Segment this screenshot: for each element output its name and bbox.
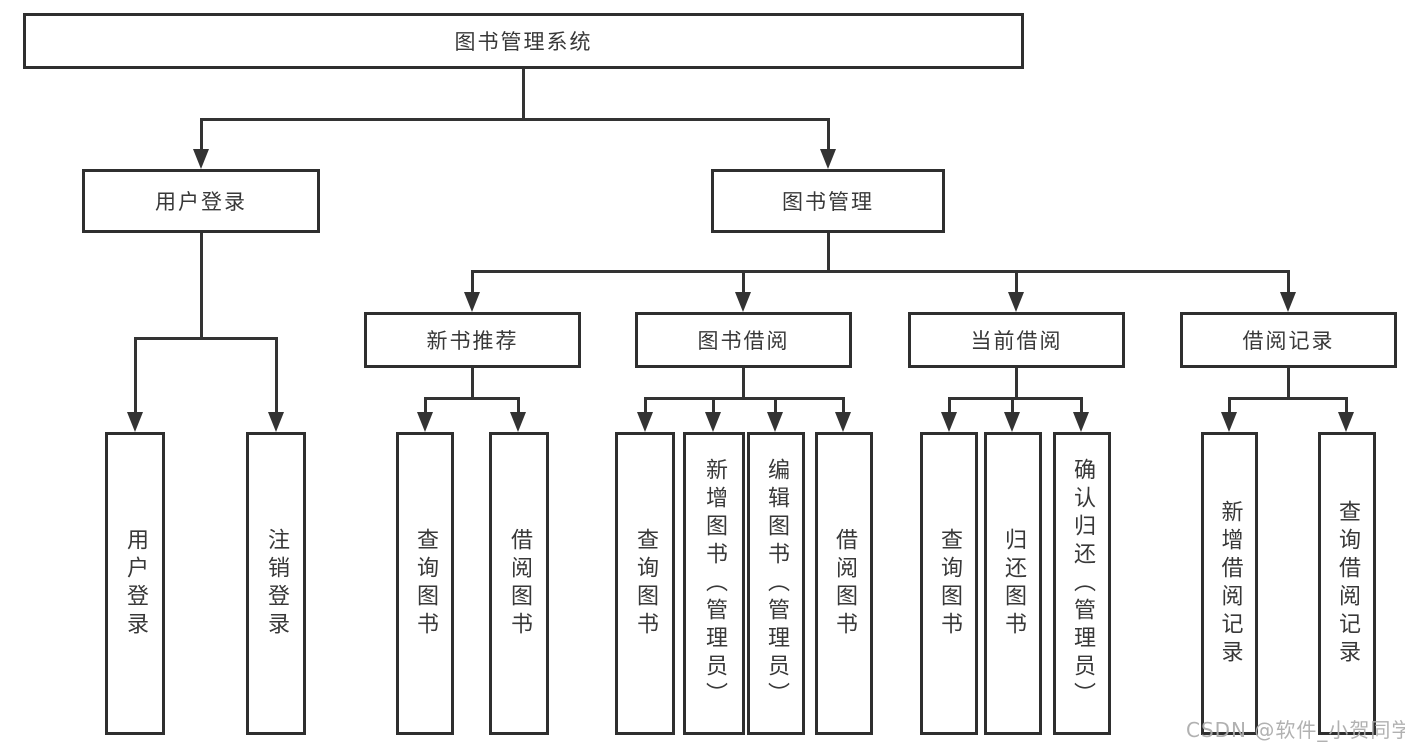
node-label: 借阅记录 <box>1242 329 1335 353</box>
node-label: 用户登录 <box>155 190 247 214</box>
connector-line <box>774 397 777 412</box>
arrow-down-icon <box>767 412 783 432</box>
node-label: 新书推荐 <box>426 329 519 353</box>
connector-line <box>200 118 829 121</box>
leaf-add-book-admin: 新增图书（管理员） <box>683 432 745 735</box>
leaf-user-login: 用户登录 <box>105 432 165 735</box>
arrow-down-icon <box>193 149 209 169</box>
leaf-query-books-borrowing: 查询图书 <box>615 432 675 735</box>
node-label: 查询图书 <box>413 527 438 640</box>
node-label: 确认归还（管理员） <box>1070 457 1095 710</box>
connector-line <box>424 397 427 412</box>
node-label: 注销登录 <box>264 527 289 640</box>
arrow-down-icon <box>268 412 284 432</box>
arrow-down-icon <box>1338 412 1354 432</box>
leaf-borrow-books-borrowing: 借阅图书 <box>815 432 873 735</box>
connector-line <box>644 397 845 400</box>
connector-line <box>472 270 1290 273</box>
node-book-borrowing: 图书借阅 <box>635 312 852 368</box>
node-user-login: 用户登录 <box>82 169 320 233</box>
leaf-query-books-recommend: 查询图书 <box>396 432 454 735</box>
node-current-borrowing: 当前借阅 <box>908 312 1125 368</box>
node-label: 编辑图书（管理员） <box>764 457 789 710</box>
connector-line <box>1228 397 1231 412</box>
node-label: 借阅图书 <box>832 527 857 640</box>
leaf-confirm-return-admin: 确认归还（管理员） <box>1053 432 1111 735</box>
arrow-down-icon <box>464 292 480 312</box>
connector-line <box>948 397 1083 400</box>
connector-line <box>1015 270 1018 292</box>
node-label: 新增图书（管理员） <box>702 457 727 710</box>
node-label: 当前借阅 <box>970 329 1063 353</box>
node-label: 借阅图书 <box>507 527 532 640</box>
connector-line <box>424 397 519 400</box>
arrow-down-icon <box>127 412 143 432</box>
connector-line <box>1287 368 1290 400</box>
node-label: 新增借阅记录 <box>1217 499 1243 668</box>
arrow-down-icon <box>637 412 653 432</box>
connector-line <box>275 337 278 412</box>
node-borrowing-records: 借阅记录 <box>1180 312 1397 368</box>
connector-line <box>134 337 137 412</box>
arrow-down-icon <box>510 412 526 432</box>
arrow-down-icon <box>735 292 751 312</box>
connector-line <box>827 118 830 149</box>
connector-line <box>1080 397 1083 412</box>
node-label: 图书借阅 <box>697 329 790 353</box>
connector-line <box>742 368 745 400</box>
connector-line <box>1015 368 1018 400</box>
connector-line <box>522 69 525 121</box>
arrow-down-icon <box>1280 292 1296 312</box>
node-new-book-recommend: 新书推荐 <box>364 312 581 368</box>
node-label: 用户登录 <box>123 527 148 640</box>
csdn-watermark: CSDN @软件_小贺同学 <box>1186 718 1405 742</box>
node-label: 归还图书 <box>1001 527 1026 640</box>
leaf-borrow-books-recommend: 借阅图书 <box>489 432 549 735</box>
leaf-add-borrow-record: 新增借阅记录 <box>1201 432 1258 735</box>
leaf-logout: 注销登录 <box>246 432 306 735</box>
connector-line <box>471 270 474 292</box>
connector-line <box>1228 397 1348 400</box>
connector-line <box>1345 397 1348 412</box>
connector-line <box>200 118 203 149</box>
arrow-down-icon <box>1008 292 1024 312</box>
leaf-edit-book-admin: 编辑图书（管理员） <box>747 432 805 735</box>
connector-line <box>712 397 715 412</box>
connector-line <box>827 233 830 273</box>
connector-line <box>134 337 277 340</box>
connector-line <box>1287 270 1290 292</box>
node-book-management: 图书管理 <box>711 169 945 233</box>
connector-line <box>1011 397 1014 412</box>
connector-line <box>471 368 474 400</box>
node-label: 图书管理 <box>782 190 874 214</box>
node-label: 查询图书 <box>937 527 962 640</box>
connector-line <box>517 397 520 412</box>
node-library-system: 图书管理系统 <box>23 13 1024 69</box>
connector-line <box>842 397 845 412</box>
leaf-query-borrow-record: 查询借阅记录 <box>1318 432 1376 735</box>
node-label: 查询图书 <box>633 527 658 640</box>
leaf-query-books-current: 查询图书 <box>920 432 978 735</box>
node-label: 查询借阅记录 <box>1335 499 1360 668</box>
arrow-down-icon <box>1073 412 1089 432</box>
connector-line <box>948 397 951 412</box>
arrow-down-icon <box>1004 412 1020 432</box>
arrow-down-icon <box>941 412 957 432</box>
arrow-down-icon <box>1221 412 1237 432</box>
leaf-return-book: 归还图书 <box>984 432 1042 735</box>
arrow-down-icon <box>705 412 721 432</box>
arrow-down-icon <box>417 412 433 432</box>
connector-line <box>742 270 745 292</box>
arrow-down-icon <box>820 149 836 169</box>
connector-line <box>644 397 647 412</box>
arrow-down-icon <box>835 412 851 432</box>
node-label: 图书管理系统 <box>454 30 593 54</box>
connector-line <box>200 233 203 340</box>
